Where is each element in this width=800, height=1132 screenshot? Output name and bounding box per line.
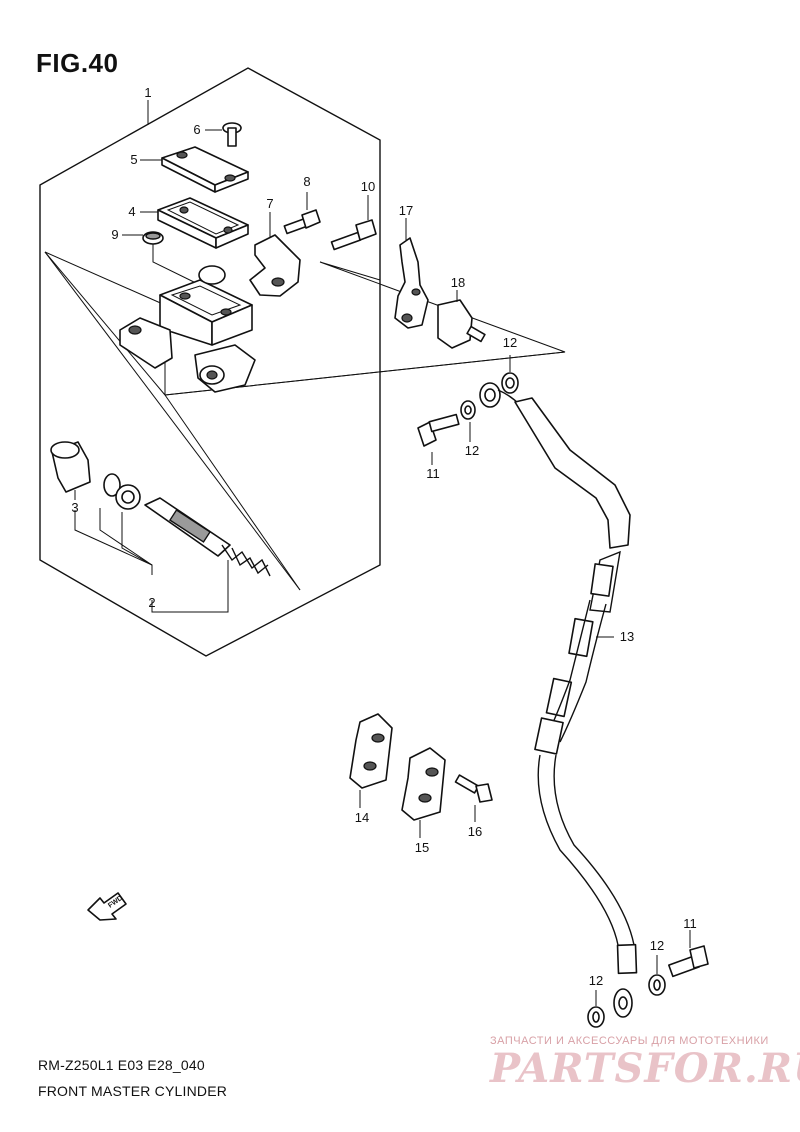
watermark-tagline: ЗАПЧАСТИ И АКСЕССУАРЫ ДЛЯ МОТОТЕХНИКИ	[490, 1035, 769, 1047]
callout-15: 15	[415, 840, 429, 855]
callout-8: 8	[303, 174, 310, 189]
part-circlip	[103, 473, 121, 497]
model-code: RM-Z250L1 E03 E28_040	[38, 1057, 205, 1073]
part-bolt-8	[283, 192, 321, 235]
callout-3: 3	[71, 500, 78, 515]
callout-12-b: 12	[465, 443, 479, 458]
part-master-cylinder-body	[119, 265, 256, 393]
assembly-outline	[39, 67, 381, 657]
part-diaphragm-4	[140, 197, 249, 249]
watermark: ЗАПЧАСТИ И АКСЕССУАРЫ ДЛЯ МОТОТЕХНИКИ PA…	[490, 1035, 800, 1092]
part-washer	[115, 484, 141, 510]
part-switch-18	[437, 290, 486, 349]
watermark-logo: PARTSFOR.RU	[490, 1045, 800, 1092]
callout-12-a: 12	[503, 335, 517, 350]
part-hose-clamp-15	[401, 747, 446, 838]
part-banjo-bolt-11-upper	[417, 413, 460, 465]
callout-18: 18	[451, 275, 465, 290]
callout-4: 4	[128, 204, 135, 219]
callout-6: 6	[193, 122, 200, 137]
part-bolt-10	[330, 195, 377, 251]
part-boot-3	[50, 441, 91, 493]
part-screw-6	[205, 122, 242, 147]
callout-10: 10	[361, 179, 375, 194]
kit-bracket-line	[74, 510, 153, 575]
part-banjo-bolt-11-lower	[667, 930, 709, 978]
part-sight-glass-9	[122, 231, 201, 286]
callout-7: 7	[266, 196, 273, 211]
figure-title: FIG.40	[36, 48, 119, 78]
callout-12-c: 12	[650, 938, 664, 953]
callout-16: 16	[468, 824, 482, 839]
callout-17: 17	[399, 203, 413, 218]
figure-name: FRONT MASTER CYLINDER	[38, 1083, 228, 1099]
part-hose-clamp-14	[349, 713, 393, 808]
callout-11-lower: 11	[683, 916, 697, 931]
part-piston-2	[144, 497, 271, 577]
forward-arrow-icon: FWD	[87, 892, 127, 921]
callout-1: 1	[144, 85, 151, 100]
callout-5: 5	[130, 152, 137, 167]
callout-2: 2	[148, 595, 155, 610]
callout-13: 13	[620, 629, 634, 644]
part-clamp-7	[249, 212, 301, 297]
callout-9: 9	[111, 227, 118, 242]
part-bolt-16	[454, 774, 493, 822]
part-reservoir-cap-5	[140, 146, 249, 193]
part-lever-17	[394, 218, 429, 329]
callout-12-d: 12	[589, 973, 603, 988]
callout-14: 14	[355, 810, 369, 825]
callout-11-upper: 11	[426, 466, 440, 481]
part-brake-hose-13	[479, 382, 638, 1018]
